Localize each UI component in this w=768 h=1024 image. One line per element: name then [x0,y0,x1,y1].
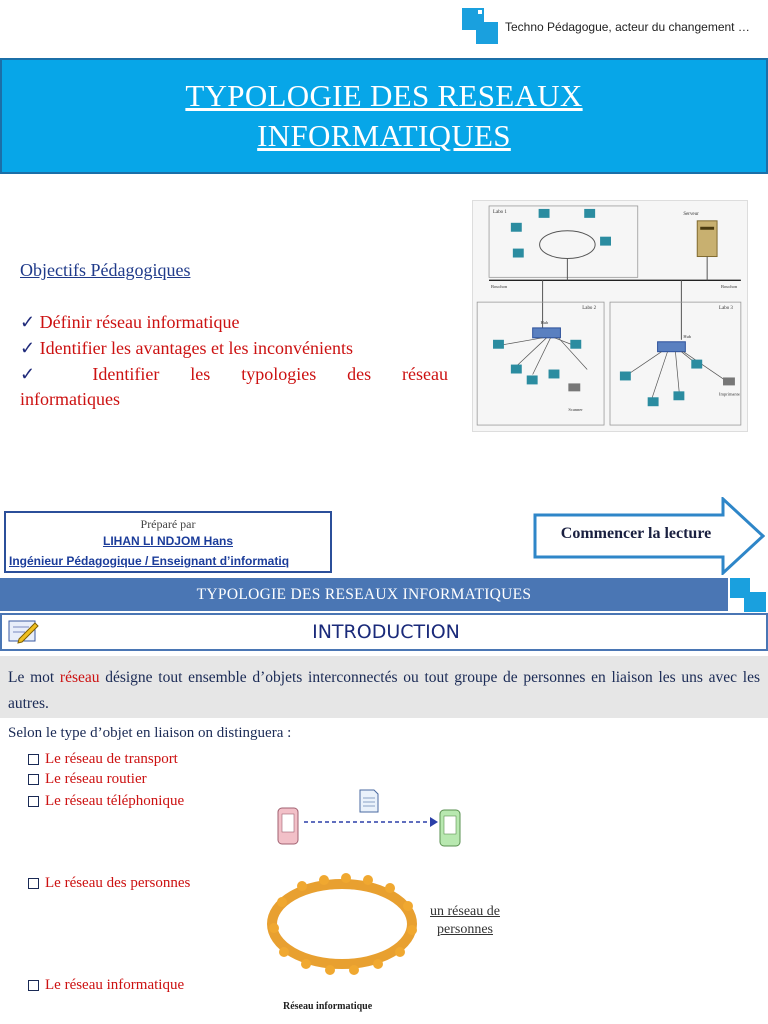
people-circle-illustration [267,873,417,975]
techno-pedagogue-logo [462,8,498,44]
check-icon: ✓ [20,312,36,332]
slide2-title: TYPOLOGIE DES RESEAUX INFORMATIQUES [196,585,532,603]
scanner-label: Scanner [568,407,583,412]
objective-text-continued: informatiques [20,389,120,409]
lab2-label: Labo 2 [582,306,596,311]
hub3-label: Hub [683,334,691,339]
page-title-line2: INFORMATIQUES [257,118,511,153]
hub-label: Hub [541,320,549,325]
checkbox-bullet-icon [28,878,39,889]
people-caption-line1: un réseau de [430,904,500,919]
objective-text: Définir réseau informatique [39,312,240,332]
objective-item: ✓ Définir réseau informatique [20,312,240,333]
list-item: Le réseau téléphonique [28,793,184,810]
list-item-text: Le réseau des personnes [45,875,191,891]
people-network-caption: un réseau de personnes [420,903,510,939]
lab3-label: Labo 3 [719,306,733,311]
definition-block: Le mot réseau désigne tout ensemble d’ob… [0,656,768,718]
intro-sentence: Selon le type d’objet en liaison on dist… [8,725,292,741]
lab1-label: Labo 1 [493,210,507,215]
objective-item: ✓ Identifier les typologies des réseau [20,364,448,385]
checkbox-bullet-icon [28,980,39,991]
start-reading-label[interactable]: Commencer la lecture [560,525,712,542]
header-tagline: Techno Pédagogue, acteur du changement … [505,20,750,34]
title-banner: TYPOLOGIE DES RESEAUX INFORMATIQUES [0,58,768,174]
definition-keyword: réseau [59,669,100,686]
definition-text: désigne tout ensemble d’objets interconn… [8,669,760,712]
objective-text: Identifier les typologies des réseau [92,364,448,384]
network-caption: Réseau informatique [283,1001,373,1012]
list-item-text: Le réseau de transport [45,751,178,767]
list-item: Le réseau routier [28,771,147,788]
list-item-text: Le réseau téléphonique [45,793,185,809]
objective-item: ✓ Identifier les avantages et les inconv… [20,338,353,359]
checkbox-bullet-icon [28,774,39,785]
objective-text: Identifier les avantages et les inconvén… [39,338,353,358]
check-icon: ✓ [20,338,36,358]
definition-prefix: Le mot [8,669,60,686]
edit-pencil-icon [8,620,39,644]
page-title-line1: TYPOLOGIE DES RESEAUX [185,78,583,113]
checkbox-bullet-icon [28,754,39,765]
list-item: Le réseau informatique [28,977,184,994]
list-item-text: Le réseau routier [45,771,147,787]
objectives-heading: Objectifs Pédagogiques [20,260,191,280]
printer-label: Imprimante [719,391,740,396]
author-role: Ingénieur Pédagogique / Enseignant d’inf… [9,554,290,568]
checkbox-bullet-icon [28,796,39,807]
section-title: INTRODUCTION [312,621,460,643]
author-name: LIHAN LI NDJOM Hans [102,534,233,548]
check-icon: ✓ [20,364,62,384]
people-caption-line2: personnes [437,922,493,937]
slide2-title-bar: TYPOLOGIE DES RESEAUX INFORMATIQUES [0,578,728,611]
list-item: Le réseau de transport [28,751,178,768]
server-label: Serveur [683,212,699,217]
phone-network-illustration [277,789,461,847]
list-item-text: Le réseau informatique [45,977,185,993]
start-reading-button[interactable] [533,497,765,575]
network-diagram-image: Labo 1 Serveur Bouchon Bouchon Labo 2 Hu… [472,200,748,432]
section-header: INTRODUCTION [0,613,768,651]
techno-pedagogue-logo [728,578,768,612]
bouchon-right-label: Bouchon [721,284,738,289]
bouchon-left-label: Bouchon [491,284,508,289]
list-item: Le réseau des personnes [28,875,190,892]
author-box: Préparé par LIHAN LI NDJOM Hans Ingénieu… [4,511,332,573]
prepared-by-label: Préparé par [140,517,196,531]
